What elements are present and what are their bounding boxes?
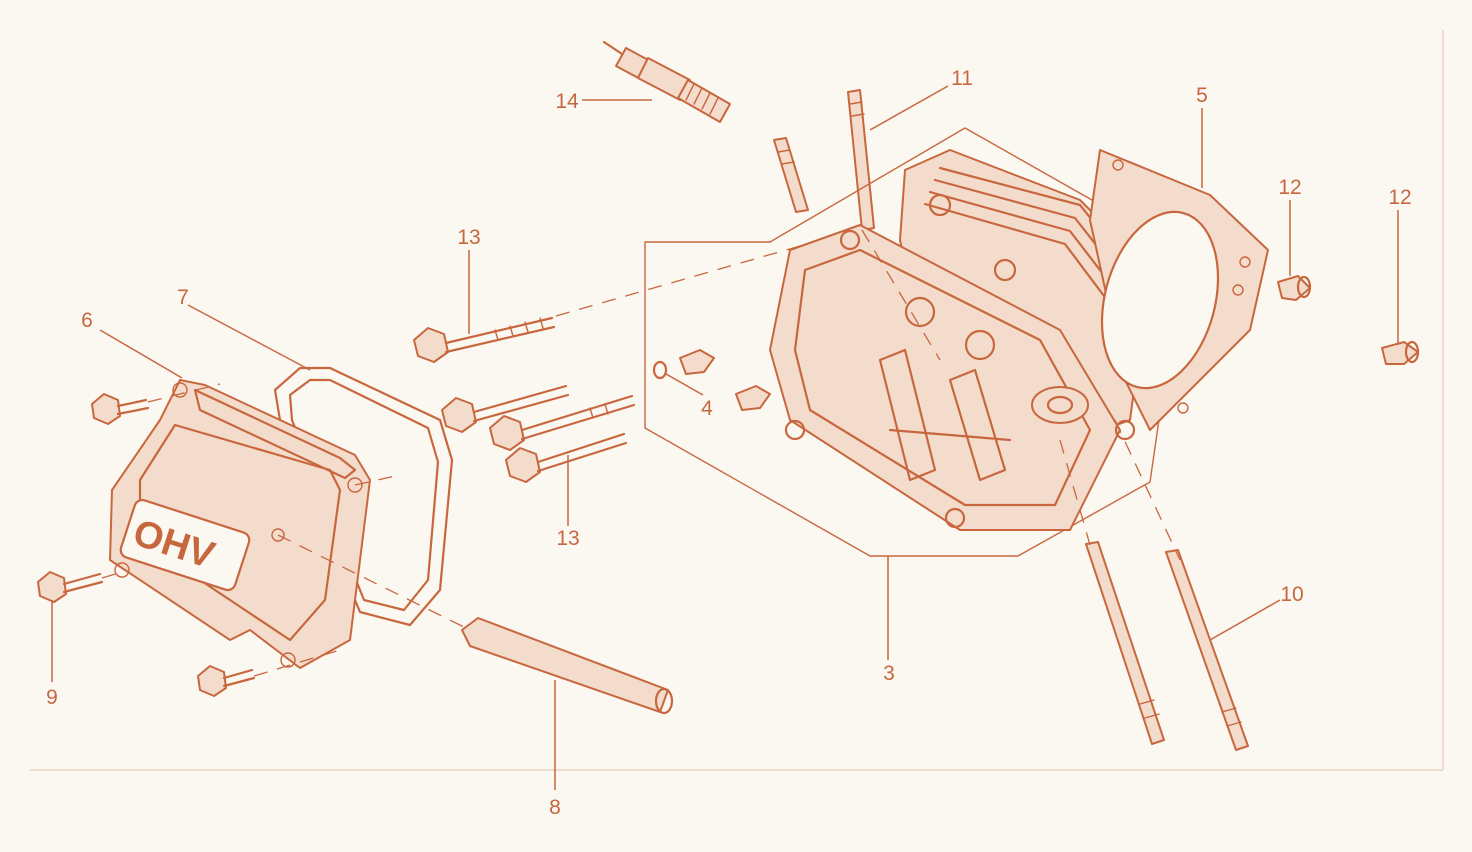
cover-bolt-top xyxy=(91,393,150,425)
head-bolt-top xyxy=(413,316,556,363)
callout-labels: 14 11 5 12 12 13 13 4 3 10 8 6 7 9 xyxy=(46,67,1412,819)
callout-12-gasket: 12 xyxy=(1278,176,1301,199)
dowel-pin-near-gasket xyxy=(1277,275,1312,301)
callout-7: 7 xyxy=(177,286,189,309)
head-bolt-lower xyxy=(489,394,636,451)
head-bolt-middle xyxy=(441,384,570,433)
lower-studs xyxy=(1085,541,1249,751)
callout-10: 10 xyxy=(1280,583,1303,606)
callout-5: 5 xyxy=(1196,84,1208,107)
callout-11: 11 xyxy=(951,67,973,90)
assembly-lines xyxy=(101,229,1181,677)
cylinder-head xyxy=(644,127,1179,557)
upper-studs xyxy=(773,89,875,231)
spark-plug xyxy=(602,40,731,123)
dowel-pin-loose xyxy=(1381,340,1420,365)
head-gasket xyxy=(1089,149,1269,431)
callout-12-loose: 12 xyxy=(1388,186,1411,209)
callout-4: 4 xyxy=(701,397,713,420)
callout-3: 3 xyxy=(883,662,895,685)
cover-logo-plate xyxy=(119,498,251,592)
leader-lines xyxy=(51,85,1399,790)
callout-6: 6 xyxy=(81,309,93,332)
head-bolt-bottom xyxy=(505,432,628,483)
cover-bolt-left xyxy=(37,571,104,603)
drawing-frame xyxy=(30,30,1444,771)
callout-8: 8 xyxy=(549,796,561,819)
callout-9: 9 xyxy=(46,686,58,709)
cover-bolt-bottom xyxy=(197,665,256,697)
breather-tube xyxy=(461,617,674,715)
dowels xyxy=(652,349,771,411)
callout-14: 14 xyxy=(555,90,579,113)
valve-cover: OHV xyxy=(109,379,371,669)
callout-13-bottom: 13 xyxy=(556,527,579,550)
callout-13-top: 13 xyxy=(457,226,480,249)
